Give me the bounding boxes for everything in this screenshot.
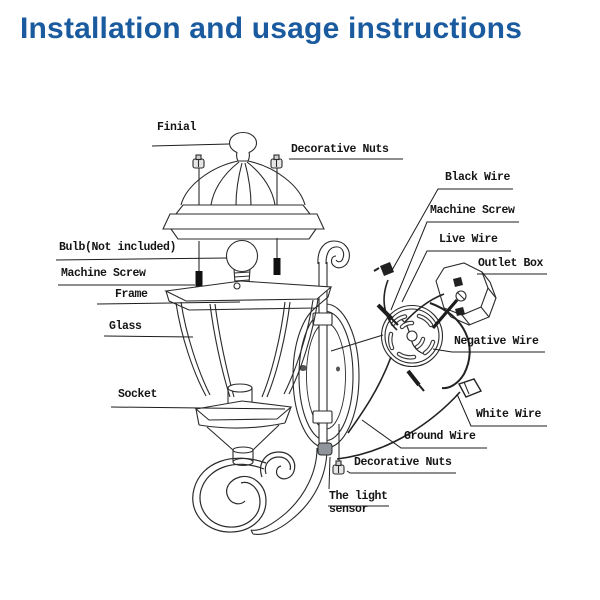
label-negative-wire: Negative Wire <box>454 335 539 348</box>
terminal-icon <box>453 277 463 287</box>
page-title: Installation and usage instructions <box>20 12 523 45</box>
mount-arm-drawing <box>250 240 350 535</box>
terminal-icon <box>455 307 465 316</box>
wire-nut-icon <box>457 378 483 398</box>
label-ground-wire: Ground Wire <box>404 430 476 443</box>
leader-lines <box>55 143 547 507</box>
negative-wire-line <box>429 302 471 390</box>
light-sensor-icon <box>317 442 333 456</box>
label-live-wire: Live Wire <box>439 233 498 246</box>
glass-drawing <box>175 298 319 398</box>
label-black-wire: Black Wire <box>445 171 511 184</box>
label-socket: Socket <box>118 388 158 401</box>
label-bulb: Bulb(Not included) <box>59 241 177 254</box>
machine-screw-icon <box>431 290 467 330</box>
label-decorative-nuts-top: Decorative Nuts <box>291 143 389 156</box>
label-machine-screw-left: Machine Screw <box>61 267 146 280</box>
scroll-drawing <box>192 451 296 533</box>
wire-terminal-icon <box>380 262 394 276</box>
dome-cap-drawing <box>162 160 325 240</box>
black-wire-line <box>383 279 398 331</box>
bulb-drawing <box>225 239 259 288</box>
finial-drawing <box>228 131 258 162</box>
lantern-drawing <box>162 131 333 533</box>
live-wire-line <box>404 293 445 323</box>
white-wire-line <box>336 391 461 460</box>
crossbar-drawing <box>376 303 444 392</box>
frame-drawing <box>164 280 333 311</box>
label-glass: Glass <box>109 320 142 333</box>
socket-drawing <box>227 383 253 414</box>
label-light-sensor: The light sensor <box>329 490 388 516</box>
label-machine-screw-right: Machine Screw <box>430 204 515 217</box>
plate-screw-icon <box>336 366 340 372</box>
label-outlet-box: Outlet Box <box>478 257 544 270</box>
fixture-wire-line <box>330 334 384 352</box>
ground-wire-line <box>347 356 392 434</box>
decorative-nut-icon <box>332 460 345 475</box>
decorative-nut-icon <box>192 154 205 169</box>
machine-screw-icon <box>273 258 281 275</box>
decorative-nut-icon <box>270 154 283 169</box>
bottom-cap-drawing <box>194 400 293 467</box>
label-white-wire: White Wire <box>476 408 542 421</box>
outlet-box-drawing <box>431 262 497 330</box>
label-frame: Frame <box>115 288 148 301</box>
label-finial: Finial <box>157 121 197 134</box>
label-decorative-nuts-bottom: Decorative Nuts <box>354 456 452 469</box>
machine-screw-icon <box>195 271 203 288</box>
wires-drawing <box>330 262 483 460</box>
